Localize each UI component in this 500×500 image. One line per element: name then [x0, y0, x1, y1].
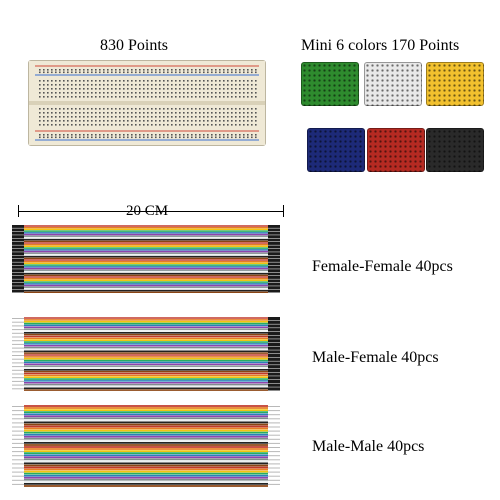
mini-breadboard-red — [367, 128, 425, 172]
breadboard-830-graphic — [29, 61, 265, 145]
female-female-cables-image — [10, 222, 282, 298]
female-female-label: Female-Female 40pcs — [312, 258, 453, 275]
mini-breadboards-label: Mini 6 colors 170 Points — [301, 37, 460, 54]
male-male-label: Male-Male 40pcs — [312, 438, 425, 455]
mini-breadboard-yellow — [426, 62, 484, 106]
mini-breadboard-green — [301, 62, 359, 106]
mini-breadboard-black — [426, 128, 484, 172]
male-male-cables-graphic — [12, 405, 280, 487]
dimension-line — [18, 211, 284, 212]
male-female-cables-image — [10, 314, 282, 396]
mini-breadboard-white — [364, 62, 422, 106]
male-female-label: Male-Female 40pcs — [312, 349, 439, 366]
male-female-cables-graphic — [12, 317, 280, 391]
big-breadboard-label: 830 Points — [100, 37, 169, 54]
mini-breadboard-blue — [307, 128, 365, 172]
male-male-cables-image — [10, 402, 282, 492]
breadboard-830-image — [28, 60, 266, 146]
female-female-cables-graphic — [12, 225, 280, 294]
